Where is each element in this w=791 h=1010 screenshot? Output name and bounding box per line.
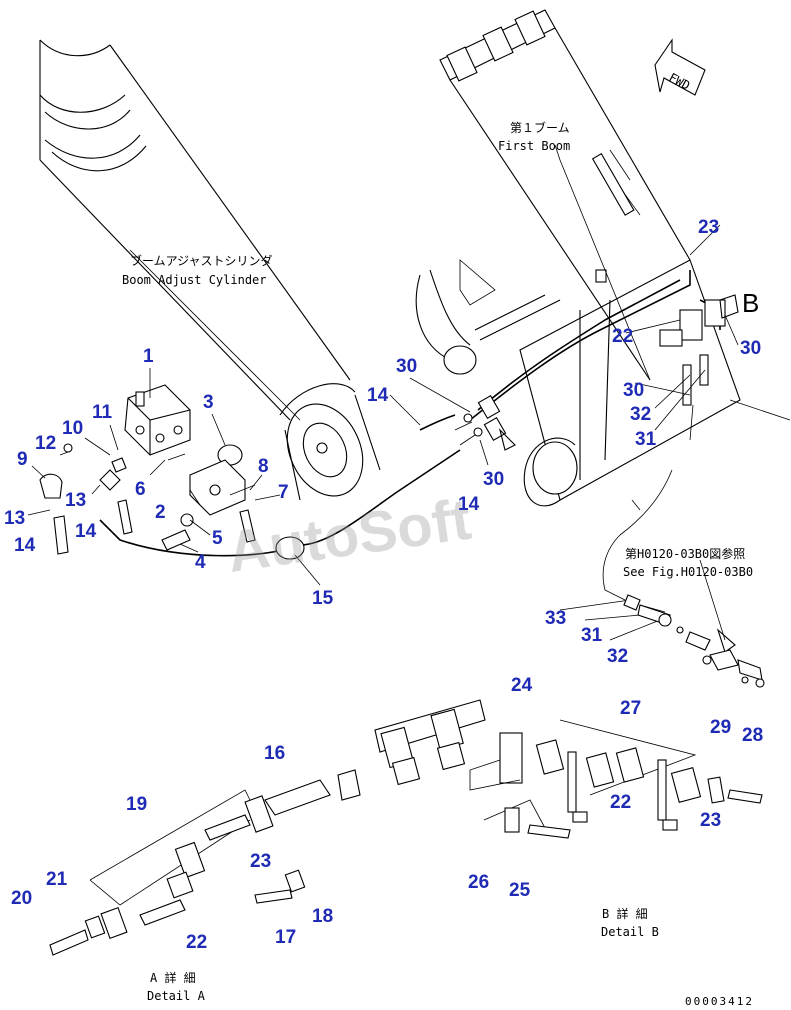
callout-3: 3 bbox=[203, 392, 214, 413]
callout-7: 7 bbox=[278, 482, 289, 503]
see-fig-jp: 第H0120-03B0図参照 bbox=[625, 546, 745, 561]
callout-30b: 30 bbox=[740, 338, 761, 359]
callout-18: 18 bbox=[312, 906, 333, 927]
callout-14c: 14 bbox=[367, 385, 389, 406]
callout-9: 9 bbox=[17, 449, 28, 470]
callout-19: 19 bbox=[126, 794, 147, 815]
fitting-group-right bbox=[623, 559, 765, 688]
callout-17: 17 bbox=[275, 927, 296, 948]
callout-10: 10 bbox=[62, 418, 83, 439]
callout-33: 33 bbox=[545, 608, 566, 629]
callout-22c: 22 bbox=[186, 932, 207, 953]
callout-numbers: 1 2 3 4 5 6 7 8 9 10 11 12 13 13 14 14 1… bbox=[4, 217, 763, 953]
callout-23c: 23 bbox=[250, 851, 271, 872]
callout-5: 5 bbox=[212, 528, 223, 549]
callout-27: 27 bbox=[620, 698, 641, 719]
callout-30d: 30 bbox=[483, 469, 504, 490]
see-fig-en: See Fig.H0120-03B0 bbox=[623, 565, 753, 579]
callout-28: 28 bbox=[742, 725, 763, 746]
hose-routing-upper bbox=[99, 270, 739, 601]
callout-31b: 31 bbox=[581, 625, 603, 646]
view-b-label: B bbox=[742, 288, 759, 318]
first-boom bbox=[415, 9, 791, 507]
callout-30c: 30 bbox=[623, 380, 644, 401]
callout-32a: 32 bbox=[630, 404, 651, 425]
callout-21: 21 bbox=[46, 869, 68, 890]
first-boom-en: First Boom bbox=[498, 139, 570, 153]
callout-32b: 32 bbox=[607, 646, 628, 667]
boom-adjust-cylinder bbox=[39, 39, 381, 501]
boom-adjust-en: Boom Adjust Cylinder bbox=[122, 273, 267, 287]
valve-group bbox=[39, 384, 305, 560]
callout-23a: 23 bbox=[698, 217, 719, 238]
fwd-label: FWD bbox=[667, 70, 693, 93]
callout-31a: 31 bbox=[635, 429, 657, 450]
callout-24: 24 bbox=[511, 675, 533, 696]
drawing-number: 00003412 bbox=[685, 995, 754, 1008]
callout-25: 25 bbox=[509, 880, 531, 901]
callout-15: 15 bbox=[312, 588, 334, 609]
leader-lines bbox=[27, 144, 739, 641]
detail-a-clamps bbox=[49, 769, 361, 956]
detail-a-jp: A 詳 細 bbox=[150, 970, 196, 985]
callout-6: 6 bbox=[135, 479, 146, 500]
callout-22b: 22 bbox=[610, 792, 631, 813]
detail-b-clamps bbox=[374, 699, 763, 839]
callout-30a: 30 bbox=[396, 356, 417, 377]
callout-2: 2 bbox=[155, 502, 166, 523]
callout-4: 4 bbox=[195, 552, 206, 573]
detail-b-en: Detail B bbox=[601, 925, 659, 939]
fwd-arrow-icon: FWD bbox=[654, 38, 706, 96]
callout-16: 16 bbox=[264, 743, 285, 764]
boom-adjust-jp: ブームアジャストシリンダ bbox=[130, 253, 273, 268]
callout-1: 1 bbox=[143, 346, 154, 367]
callout-13a: 13 bbox=[65, 490, 86, 511]
callout-14a: 14 bbox=[14, 535, 36, 556]
callout-20: 20 bbox=[11, 888, 32, 909]
callout-14b: 14 bbox=[75, 521, 97, 542]
callout-13b: 13 bbox=[4, 508, 25, 529]
detail-a-en: Detail A bbox=[147, 989, 206, 1003]
callout-22a: 22 bbox=[612, 326, 633, 347]
callout-12: 12 bbox=[35, 433, 56, 454]
detail-b-jp: B 詳 細 bbox=[602, 906, 648, 921]
callout-14d: 14 bbox=[458, 494, 480, 515]
callout-26: 26 bbox=[468, 872, 489, 893]
watermark: AutoSoft bbox=[223, 487, 474, 585]
first-boom-jp: 第１ブーム bbox=[510, 120, 570, 135]
callout-23b: 23 bbox=[700, 810, 721, 831]
text-notes: 第１ブーム First Boom ブームアジャストシリンダ Boom Adjus… bbox=[122, 120, 759, 1008]
callout-8: 8 bbox=[258, 456, 269, 477]
callout-29: 29 bbox=[710, 717, 731, 738]
callout-11: 11 bbox=[92, 402, 113, 423]
